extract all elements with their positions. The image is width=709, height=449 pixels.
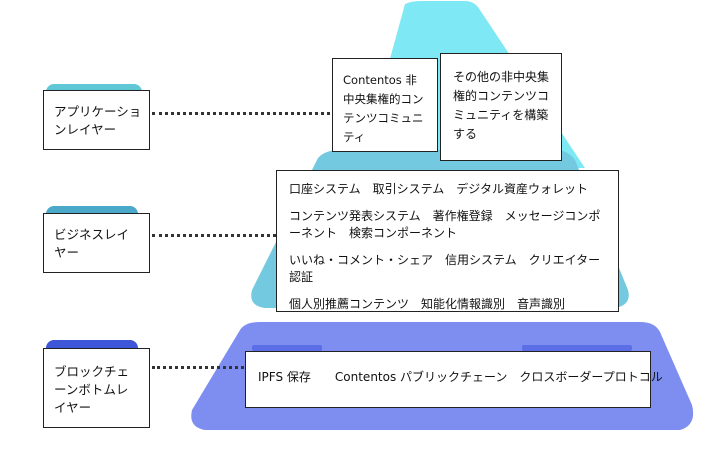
contentos-community-text: Contentos 非中央集権的コンテンツコミュニティ [343, 73, 424, 144]
business-row-social: いいね・コメント・シェア 信用システム クリエイター認証 [289, 253, 601, 284]
business-row-content: コンテンツ発表システム 著作権登録 メッセージコンポーネント 検索コンポーネント [289, 209, 601, 240]
other-community-text: その他の非中央集権的コンテンツコミュニティを構築する [453, 70, 550, 141]
blockchain-services-text: IPFS 保存 Contentos パブリックチェーン クロスボーダープロトコル [258, 370, 663, 384]
contentos-community-box: Contentos 非中央集権的コンテンツコミュニティ [332, 58, 438, 152]
application-label-tab [46, 84, 142, 92]
application-connector [152, 112, 330, 115]
blockchain-layer-label-text: ブロックチェーンボトムレイヤー [54, 364, 130, 415]
other-community-box: その他の非中央集権的コンテンツコミュニティを構築する [440, 53, 562, 161]
business-row-recommend: 個人別推薦コンテンツ 知能化情報識別 音声識別 [289, 297, 566, 311]
blockchain-services-box: IPFS 保存 Contentos パブリックチェーン クロスボーダープロトコル [245, 351, 663, 408]
blockchain-label-tab [46, 340, 138, 348]
blockchain-layer-label: ブロックチェーンボトムレイヤー [43, 348, 150, 428]
blockchain-accent-right [522, 345, 632, 351]
application-layer-label-text: アプリケーションレイヤー [54, 104, 142, 137]
business-layer-label-text: ビジネスレイヤー [54, 227, 130, 260]
business-label-tab [46, 206, 138, 214]
business-layer-label: ビジネスレイヤー [43, 213, 150, 273]
blockchain-connector [152, 366, 244, 369]
blockchain-accent-left [252, 345, 322, 351]
application-layer-label: アプリケーションレイヤー [43, 90, 150, 150]
business-row-accounts: 口座システム 取引システム デジタル資産ウォレット [289, 182, 589, 196]
business-services-box: 口座システム 取引システム デジタル資産ウォレット コンテンツ発表システム 著作… [276, 170, 619, 312]
business-connector [152, 234, 276, 237]
